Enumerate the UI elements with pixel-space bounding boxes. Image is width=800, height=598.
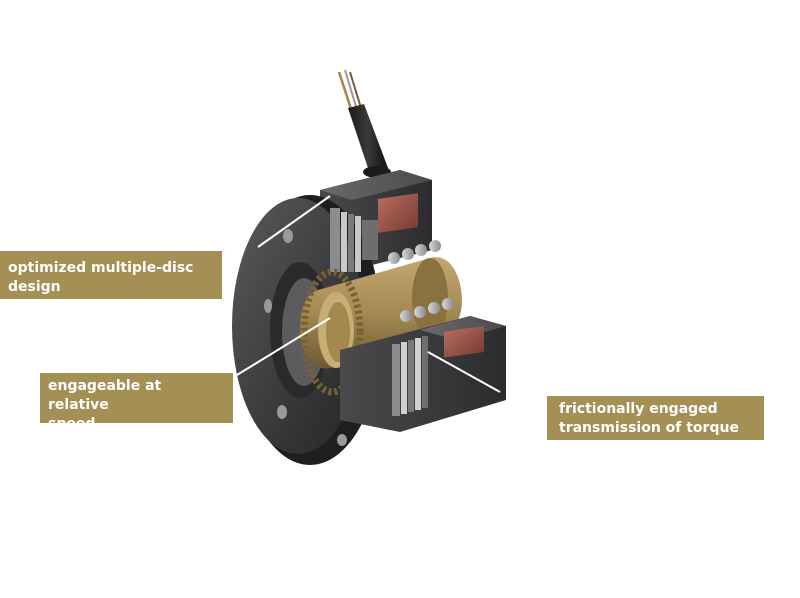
ball-bearings: [388, 240, 454, 322]
callout-relative-speed-line2: speed: [48, 416, 96, 432]
callout-torque-transmission-line2: transmission of torque: [559, 420, 739, 436]
callout-disc-design: optimized multiple-disc design: [0, 251, 222, 299]
cable: [348, 104, 388, 174]
callout-relative-speed-line1: engageable at relative: [48, 378, 162, 413]
disc-pack-lower: [392, 336, 428, 416]
coil-top: [378, 193, 418, 233]
callout-torque-transmission-line1: frictionally engaged: [559, 401, 718, 417]
callout-torque-transmission: frictionally engaged transmission of tor…: [547, 396, 764, 440]
lead-wires: [337, 69, 362, 113]
spline-gear: [300, 268, 364, 396]
leader-lines: [231, 195, 501, 393]
coil-bottom: [444, 325, 484, 358]
callout-disc-design-line2: design: [8, 279, 61, 295]
disc-pack-upper: [330, 208, 378, 272]
bolt-holes: [264, 229, 347, 446]
callout-disc-design-line1: optimized multiple-disc: [8, 260, 194, 276]
callout-relative-speed: engageable at relative speed: [40, 373, 233, 432]
